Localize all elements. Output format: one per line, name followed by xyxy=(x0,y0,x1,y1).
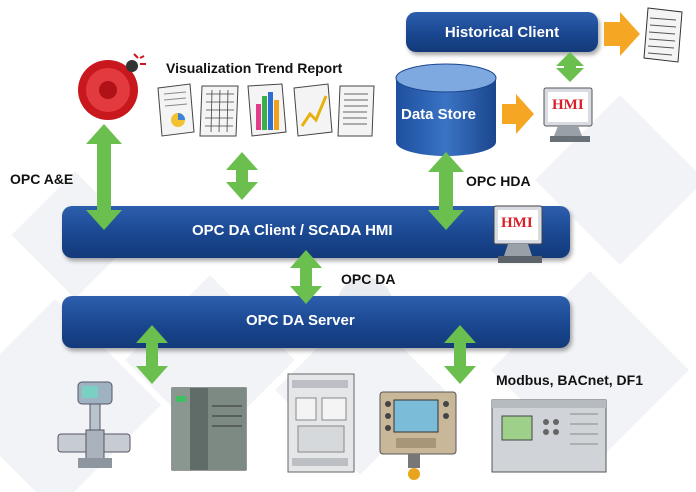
rack-controller-icon xyxy=(491,399,607,473)
data-store-cylinder xyxy=(395,63,497,156)
opc-ae-label: OPC A&E xyxy=(10,171,74,187)
historical-client-label: Historical Client xyxy=(444,23,560,41)
opc-da-label: OPC DA xyxy=(341,271,396,287)
arrow-datastore-hmi xyxy=(502,94,534,134)
protocols-label: Modbus, BACnet, DF1 xyxy=(496,372,643,388)
trend-line-icon xyxy=(293,83,333,137)
hmi-badge: HMI xyxy=(501,215,533,231)
text-document-icon xyxy=(337,85,375,137)
opc-da-server-label: OPC DA Server xyxy=(246,312,355,329)
report-icons-row xyxy=(157,83,375,137)
arrow-server-devices-right xyxy=(444,325,476,354)
alarm-bell-icon xyxy=(78,53,146,120)
arrow-datastore-client xyxy=(428,152,464,200)
arrow-visualization-client xyxy=(226,152,258,183)
plc-rack-icon xyxy=(171,387,247,471)
arrow-client-server xyxy=(290,250,322,278)
spreadsheet-icon xyxy=(199,85,239,137)
arrow-historical-report xyxy=(604,12,640,56)
pressure-transmitter-icon xyxy=(57,381,131,468)
printed-report-icon xyxy=(643,7,683,63)
data-store-label: Data Store xyxy=(401,106,477,123)
hmi-monitor-icon: HMI xyxy=(490,204,548,268)
relay-module-icon xyxy=(287,373,355,473)
historical-client-bar: Historical Client xyxy=(406,12,598,52)
bar-chart-icon xyxy=(247,83,287,137)
hmi-monitor-icon: HMI xyxy=(540,86,598,146)
visualization-trend-report-label: Visualization Trend Report xyxy=(166,60,343,76)
opc-da-client-bar: OPC DA Client / SCADA HMI xyxy=(62,206,570,258)
opc-da-client-label: OPC DA Client / SCADA HMI xyxy=(192,222,393,239)
arrow-alarm-client xyxy=(86,124,122,205)
opc-hda-label: OPC HDA xyxy=(466,173,531,189)
arrow-server-devices-left xyxy=(136,325,168,354)
hmi-badge: HMI xyxy=(552,97,584,113)
arrow-historical-hmi xyxy=(556,52,584,70)
operator-panel-icon xyxy=(379,391,457,480)
report-icon xyxy=(157,83,195,137)
